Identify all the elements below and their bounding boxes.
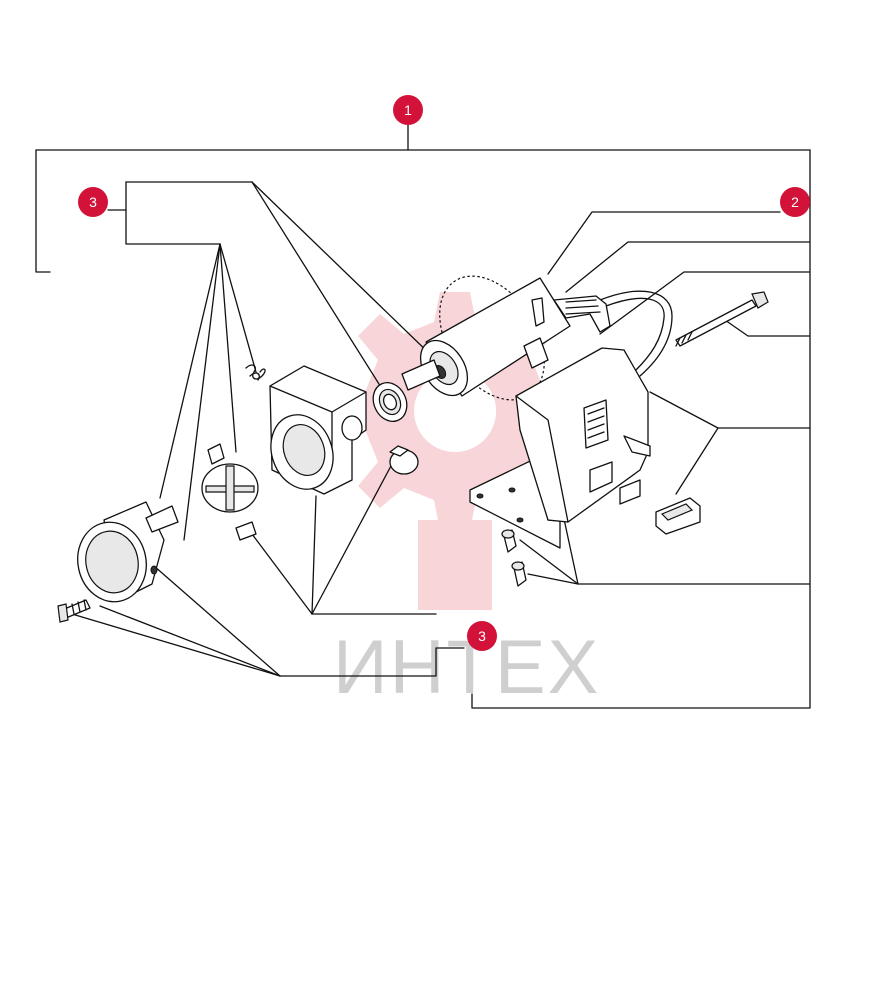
callout-3-bottom-label: 3	[478, 628, 486, 644]
brush-holder	[523, 295, 611, 369]
motor-housing	[469, 347, 651, 549]
rocker-switch	[655, 497, 701, 535]
callout-1-label: 1	[404, 102, 412, 118]
callout-3-top-circle[interactable]	[78, 187, 108, 217]
spring	[245, 364, 266, 381]
callout-1-circle[interactable]	[393, 95, 423, 125]
long-bolt	[675, 291, 769, 347]
bearing	[372, 382, 408, 422]
front-cover	[77, 501, 179, 603]
callout-2-circle[interactable]	[780, 187, 810, 217]
callout-1-bracket	[35, 123, 811, 709]
callout-3-bottom-leaders	[71, 463, 465, 677]
power-cable	[599, 290, 673, 377]
callout-1[interactable]: 1	[393, 95, 423, 125]
callout-3-bottom-circle[interactable]	[467, 621, 497, 651]
watermark-text: ИНТЕХ	[333, 625, 600, 710]
end-cap	[389, 445, 419, 475]
housing-screws	[501, 529, 527, 587]
callout-3-bottom[interactable]: 3	[467, 621, 497, 651]
callout-2-label: 2	[791, 194, 799, 210]
cover-screw	[57, 599, 91, 623]
motor-parts	[57, 275, 769, 623]
front-bearing-housing	[269, 365, 367, 495]
callout-3-top-label: 3	[89, 194, 97, 210]
callout-3-top-leaders	[107, 181, 435, 541]
callout-3-top[interactable]: 3	[78, 187, 108, 217]
coupling	[201, 443, 259, 541]
callout-2[interactable]: 2	[780, 187, 810, 217]
